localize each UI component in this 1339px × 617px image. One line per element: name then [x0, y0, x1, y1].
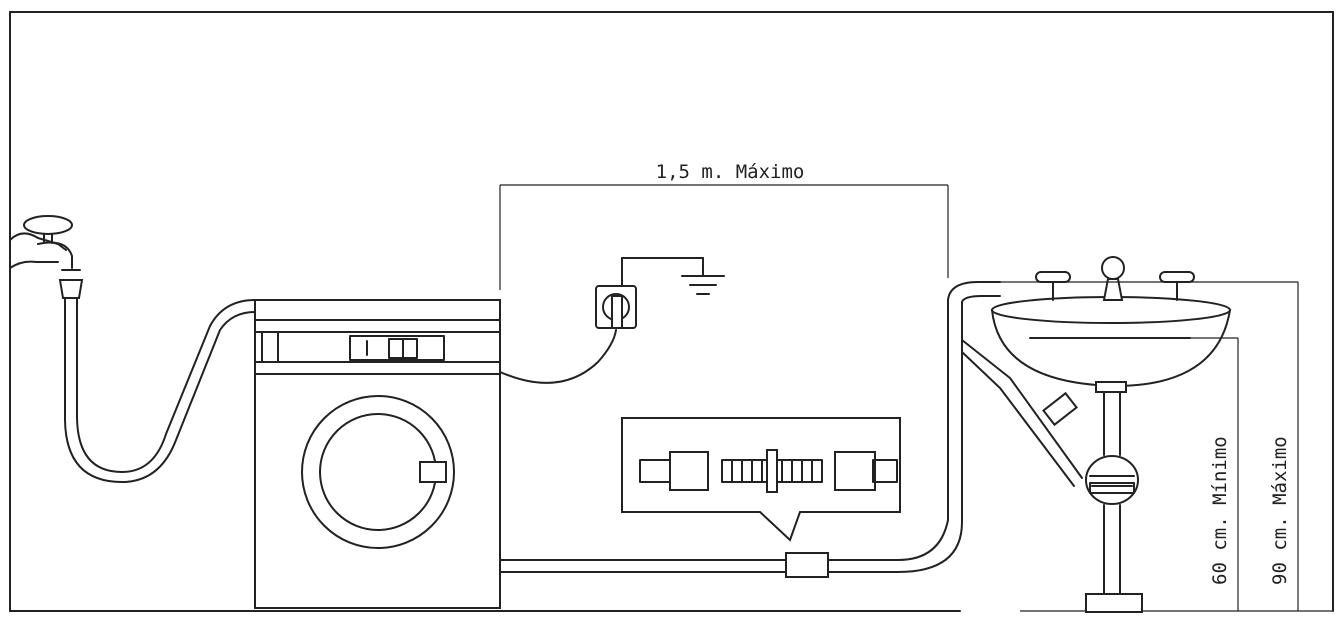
washing-machine: [254, 299, 501, 609]
frame: [9, 11, 1334, 612]
cable-length-label: 1,5 m. Máximo: [656, 161, 805, 183]
drain-max-height-label: 90 cm. Máximo: [1269, 436, 1291, 585]
coupling-detail-callout: [621, 417, 901, 542]
cable-length-dimension: 1,5 m. Máximo: [499, 161, 949, 290]
power-connection: [499, 257, 725, 384]
height-dimensions: 60 cm. Mínimo 90 cm. Máximo: [1000, 281, 1299, 611]
inlet-hose: [64, 297, 256, 483]
drain-hose: [499, 281, 1001, 578]
water-tap: [9, 215, 84, 299]
sink: [961, 256, 1232, 613]
drain-min-height-label: 60 cm. Mínimo: [1209, 436, 1231, 585]
